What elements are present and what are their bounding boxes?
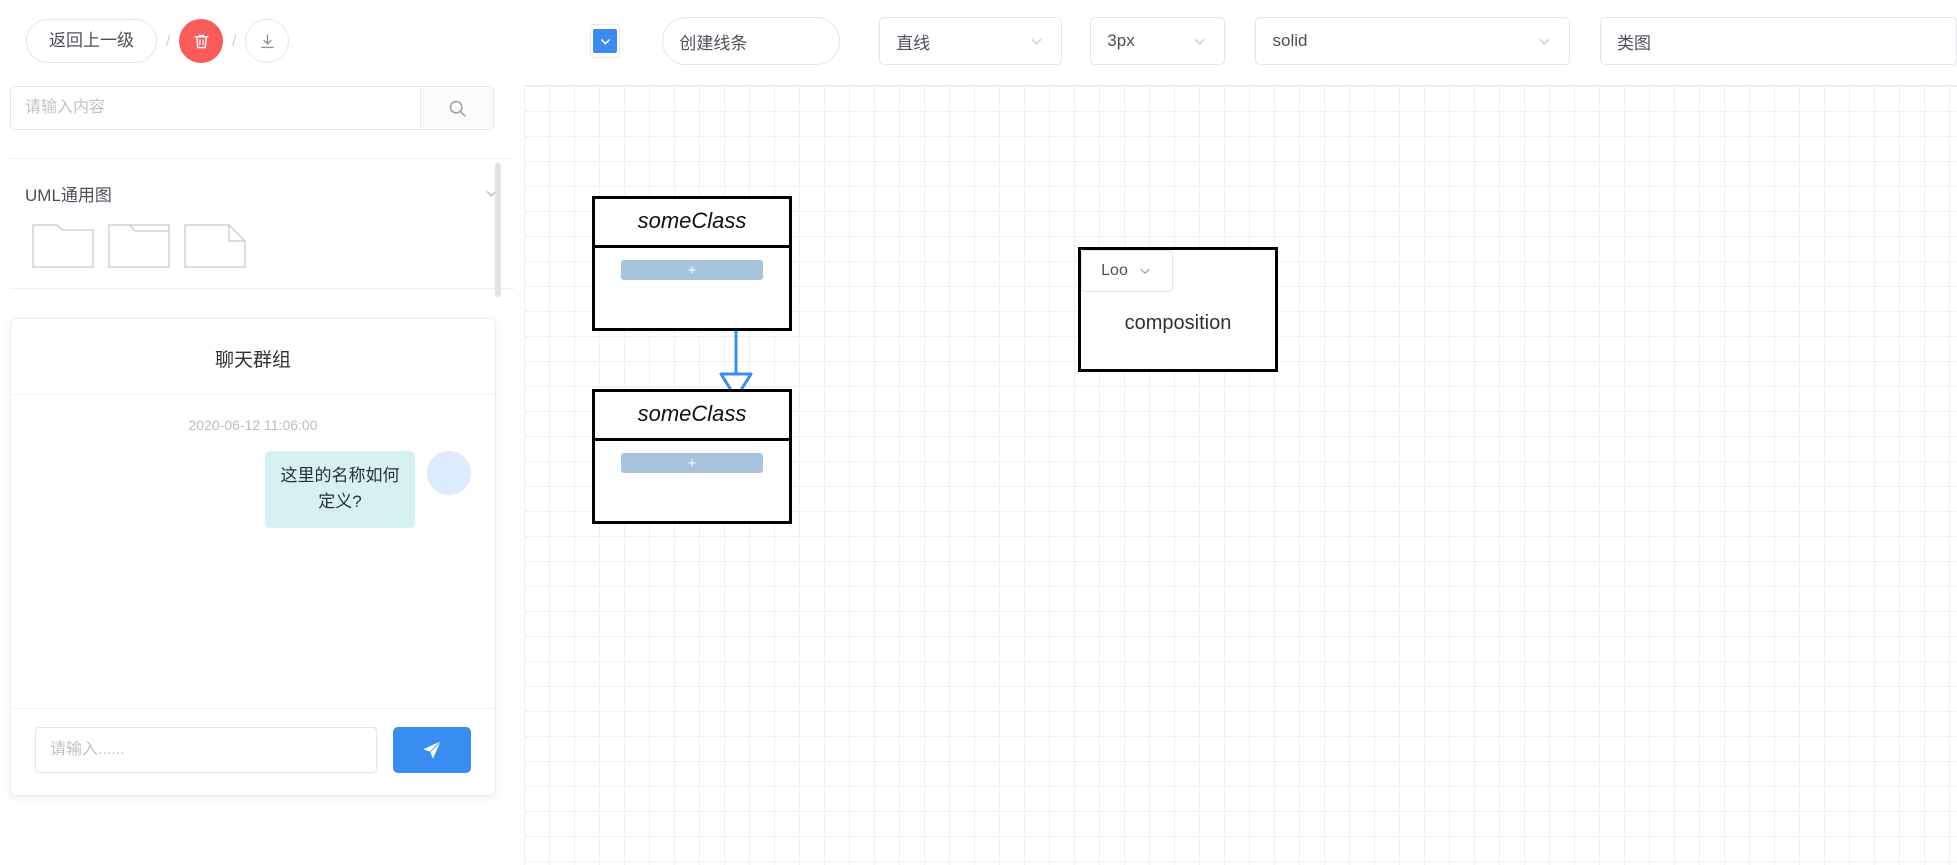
uml-class-body: + — [595, 248, 789, 328]
uml-note-shape[interactable] — [184, 224, 246, 268]
line-style-value: solid — [1272, 31, 1308, 50]
library-title: UML通用图 — [25, 186, 112, 205]
checkbox-fill — [593, 29, 618, 53]
chat-message-bubble: 这里的名称如何定义? — [265, 451, 415, 528]
composition-select-value: Loo — [1101, 262, 1128, 279]
uml-folder-shape[interactable] — [108, 224, 170, 268]
search-input[interactable] — [11, 87, 420, 129]
chat-panel: 聊天群组 2020-06-12 11:06:00 这里的名称如何定义? — [10, 318, 496, 796]
create-line-label: 创建线条 — [679, 33, 748, 53]
line-style-select[interactable]: solid — [1255, 17, 1570, 65]
chevron-down-icon — [1539, 38, 1550, 45]
chevron-down-icon[interactable] — [483, 185, 500, 202]
uml-class-name: someClass — [595, 199, 789, 248]
chat-title: 聊天群组 — [11, 319, 495, 395]
line-width-select[interactable]: 3px — [1090, 17, 1226, 65]
breadcrumb-separator-1: / — [166, 32, 171, 50]
left-panel: 返回上一级 / / — [0, 0, 524, 865]
chat-input[interactable] — [35, 727, 377, 773]
send-icon — [423, 741, 442, 759]
chat-input-bar — [11, 708, 495, 795]
download-button[interactable] — [245, 19, 290, 63]
chat-timestamp: 2020-06-12 11:06:00 — [188, 417, 318, 433]
composition-box[interactable]: Loo composition — [1078, 247, 1278, 372]
search-bar — [10, 86, 494, 130]
add-attribute-button[interactable]: + — [621, 260, 763, 280]
diagram-type-select[interactable]: 类图 — [1599, 17, 1957, 65]
line-width-value: 3px — [1107, 31, 1135, 50]
diagram-type-value: 类图 — [1616, 33, 1651, 53]
uml-class-box[interactable]: someClass + — [592, 389, 792, 524]
chevron-down-icon — [1031, 38, 1042, 45]
library-bottom-divider — [10, 288, 514, 289]
back-button-label: 返回上一级 — [49, 31, 134, 50]
chat-message-list: 2020-06-12 11:06:00 这里的名称如何定义? — [11, 395, 495, 708]
line-type-select[interactable]: 直线 — [879, 17, 1063, 65]
chat-message-row: 这里的名称如何定义? — [35, 451, 471, 528]
avatar — [427, 451, 471, 495]
add-attribute-button[interactable]: + — [621, 453, 763, 473]
select-all-checkbox[interactable] — [590, 24, 621, 58]
download-icon — [261, 33, 274, 48]
back-button[interactable]: 返回上一级 — [26, 19, 157, 63]
library-top-divider — [10, 158, 514, 159]
uml-class-box[interactable]: someClass + — [592, 196, 792, 331]
breadcrumb: 返回上一级 / / — [0, 0, 524, 70]
search-button[interactable] — [420, 87, 493, 129]
library-scrollbar[interactable] — [495, 163, 501, 297]
send-button[interactable] — [393, 727, 471, 773]
uml-class-body: + — [595, 441, 789, 521]
composition-type-select[interactable]: Loo — [1081, 250, 1173, 292]
canvas-toolbar: 创建线条 直线 3px solid 类图 — [524, 0, 1957, 82]
diagram-canvas[interactable]: someClass + someClass + Loo composition — [524, 85, 1957, 865]
delete-button[interactable] — [179, 19, 224, 63]
library-header[interactable]: UML通用图 — [10, 159, 514, 216]
shape-library: UML通用图 — [10, 159, 514, 288]
trash-icon — [194, 34, 209, 48]
search-icon — [449, 100, 466, 117]
library-shape-list — [10, 216, 514, 288]
uml-package-shape[interactable] — [32, 224, 94, 268]
chevron-down-icon — [1140, 268, 1150, 274]
breadcrumb-separator-2: / — [232, 32, 237, 50]
line-type-value: 直线 — [896, 33, 931, 53]
create-line-button[interactable]: 创建线条 — [662, 17, 841, 65]
chevron-down-icon — [600, 38, 610, 44]
chevron-down-icon — [1195, 38, 1205, 45]
uml-class-name: someClass — [595, 392, 789, 441]
composition-label: composition — [1124, 312, 1232, 334]
